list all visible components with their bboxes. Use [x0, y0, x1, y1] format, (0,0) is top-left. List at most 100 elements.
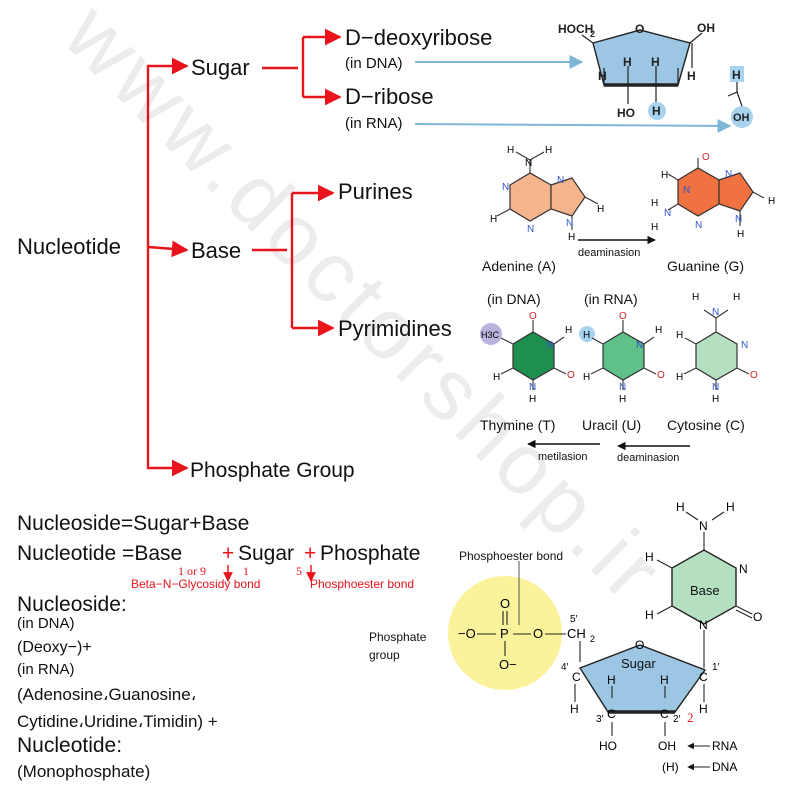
deamination-label-2: deaminasion: [617, 452, 679, 464]
position-2prime: 2′: [673, 714, 681, 725]
phosphate-atom: O: [533, 626, 543, 641]
thymine-atom: N: [546, 340, 553, 351]
phosphate-atom: O−: [499, 657, 517, 672]
guanine-atom: N: [735, 214, 742, 225]
naming-deoxy: (Deoxy−)+: [17, 639, 92, 656]
rna-pointer-label: RNA: [712, 739, 737, 753]
nucleotide-eq-sugar: Sugar: [238, 542, 294, 565]
thymine-atom: H: [529, 394, 536, 405]
base-amine-h: H: [726, 500, 735, 514]
phosphate-group-callout-1: Phosphate: [369, 630, 427, 644]
sugar-ring-o: O: [635, 22, 644, 36]
sugar-h: H: [699, 702, 708, 716]
pyrimidines-label: Pyrimidines: [338, 316, 452, 341]
base-n3: N: [739, 562, 748, 576]
nucleotide-eq-plus-2: +: [304, 542, 316, 565]
sugar-h: H: [660, 673, 669, 687]
sugar-ho: HO: [617, 106, 635, 120]
phosphate-atom: P: [500, 626, 509, 641]
deoxy-h-highlight: [648, 102, 666, 120]
naming-monophosphate: (Monophosphate): [17, 762, 150, 781]
ribose-oh: OH: [733, 112, 750, 124]
sugar-h-4: H: [687, 69, 696, 83]
thymine-label: Thymine (T): [480, 417, 555, 433]
base-h: H: [645, 550, 654, 564]
nucleotide-structure: Phosphoester bond Phosphate group O −O P…: [369, 500, 762, 774]
naming-in-dna: (in DNA): [17, 615, 75, 632]
uracil-label: Uracil (U): [582, 417, 641, 433]
naming-nucleotide-head: Nucleotide:: [17, 734, 122, 757]
thymine-atom: H: [493, 372, 500, 383]
phosphoester-bond-label: Phosphoester bond: [310, 577, 414, 591]
nucleotide-eq-plus-1: +: [222, 542, 234, 565]
pyrimidine-in-rna: (in RNA): [584, 291, 638, 307]
nucleotide-eq-base: Nucleotide =Base: [17, 542, 182, 565]
base-amine-h: H: [676, 500, 685, 514]
uracil-structure: H O H N O H N H: [579, 311, 665, 405]
cytosine-atom: H: [676, 330, 683, 341]
guanine-atom: N: [664, 208, 671, 219]
adenine-label: Adenine (A): [482, 258, 556, 274]
adenine-atom: H: [507, 145, 514, 156]
sugar-h: H: [570, 702, 579, 716]
dna-pointer-label: DNA: [712, 760, 737, 774]
base-h: H: [645, 608, 654, 622]
position-4prime: 4′: [561, 662, 569, 673]
phosphate-highlight: [448, 576, 562, 690]
uracil-atom: H: [583, 372, 590, 383]
sugar-c3: C: [607, 707, 616, 721]
phosphate-group-label: Phosphate Group: [190, 459, 355, 482]
adenine-atom: N: [527, 224, 534, 235]
thymine-structure: H3C O H N O H N H: [480, 311, 575, 405]
uracil-atom: N: [619, 382, 626, 393]
thymine-methyl: H3C: [481, 330, 500, 340]
adenine-structure: H N H N N H N H N H: [490, 145, 604, 243]
cytosine-atom: H: [733, 292, 740, 303]
guanine-atom: N: [725, 169, 732, 180]
thymine-atom: H: [565, 325, 572, 336]
base-n1: N: [699, 618, 708, 632]
cytosine-atom: H: [692, 292, 699, 303]
ribose-pointer-arrow: [414, 118, 732, 133]
pyrimidine-in-dna: (in DNA): [487, 291, 541, 307]
thymine-atom: O: [567, 370, 575, 381]
ch2-group: CH: [567, 626, 586, 641]
adenine-atom: N: [557, 175, 564, 186]
cytosine-atom: N: [741, 340, 748, 351]
adenine-atom: H: [545, 145, 552, 156]
position-3prime: 3′: [596, 714, 604, 725]
thymine-atom: O: [529, 311, 537, 322]
guanine-atom: H: [768, 196, 775, 207]
naming-nucleoside-head: Nucleoside:: [17, 593, 127, 616]
sugar-c2: C: [660, 707, 669, 721]
sugar-ring-label: Sugar: [621, 656, 656, 671]
nucleoside-equation: Nucleoside=Sugar+Base: [17, 512, 249, 535]
purines-label: Purines: [338, 179, 413, 204]
position-2-marker: 2: [687, 710, 694, 725]
root-nucleotide-label: Nucleotide: [17, 234, 121, 259]
uracil-atom: H: [583, 330, 590, 341]
cytosine-atom: N: [712, 382, 719, 393]
position-1prime: 1′: [712, 662, 720, 673]
methylation-label: metilasion: [538, 451, 588, 463]
guanine-label: Guanine (G): [667, 258, 744, 274]
uracil-atom: H: [619, 394, 626, 405]
adenine-atom: H: [568, 232, 575, 243]
guanine-atom: N: [695, 220, 702, 231]
sugar-h-2: H: [623, 55, 632, 69]
sugar-c1: C: [699, 670, 708, 684]
adenine-atom: N: [525, 158, 532, 169]
sugar-3prime-oh: HO: [599, 739, 617, 753]
guanine-atom: H: [737, 229, 744, 240]
sugar-2prime-oh: OH: [658, 739, 676, 753]
cytosine-atom: H: [712, 394, 719, 405]
guanine-structure: O H N N H N H N H N H: [651, 152, 775, 240]
cytosine-atom: N: [712, 307, 719, 318]
position-5prime: 5′: [570, 614, 578, 625]
ribose-oh-substituent: H OH: [727, 66, 753, 128]
ribose-h: H: [732, 68, 741, 82]
cytosine-structure: H H N H N O H N H: [676, 292, 758, 405]
uracil-atom: O: [657, 370, 665, 381]
uracil-atom: N: [636, 340, 643, 351]
